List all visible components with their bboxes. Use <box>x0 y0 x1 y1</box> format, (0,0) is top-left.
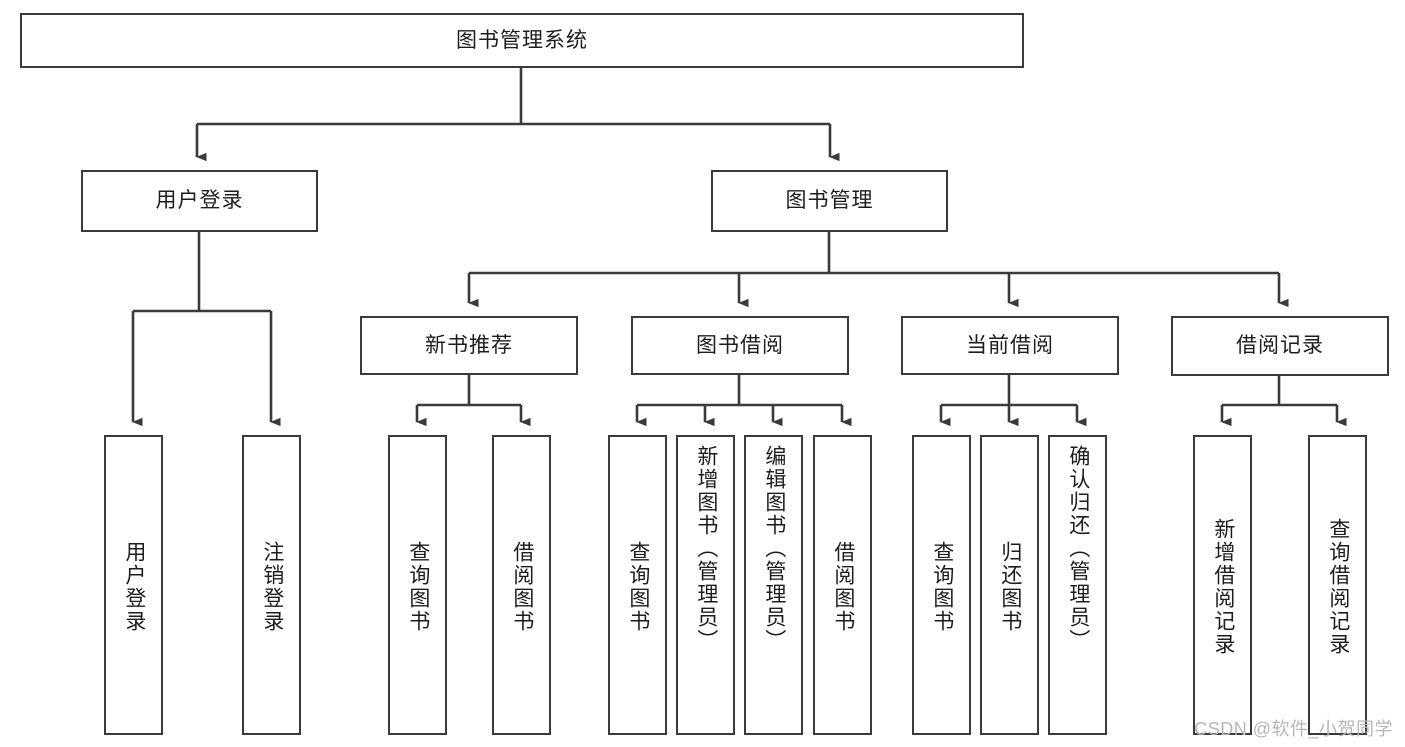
leaf-user-login-label: 用户登录 <box>122 541 146 633</box>
leaf-add-record-label: 新增借阅记录 <box>1211 518 1235 656</box>
leaf-user-logout-label: 注销登录 <box>260 541 284 633</box>
leaf-return-book[interactable]: 归还图书 <box>980 435 1039 735</box>
node-root-system[interactable]: 图书管理系统 <box>20 13 1024 68</box>
node-root-label: 图书管理系统 <box>456 28 588 52</box>
leaf-edit-book[interactable]: 编辑图书（管理员） <box>744 435 803 735</box>
node-book-manage-label: 图书管理 <box>785 189 874 213</box>
leaf-borrow-book-1-label: 借阅图书 <box>510 541 534 633</box>
node-current-borrow-label: 当前借阅 <box>966 333 1054 357</box>
csdn-watermark: CSDN @软件_小贺同学 <box>1194 719 1393 739</box>
leaf-borrow-book-1[interactable]: 借阅图书 <box>492 435 551 735</box>
leaf-edit-book-label: 编辑图书（管理员） <box>762 445 786 652</box>
leaf-return-book-label: 归还图书 <box>998 541 1022 633</box>
leaf-borrow-book-2-label: 借阅图书 <box>831 541 855 633</box>
node-new-book-recommend-label: 新书推荐 <box>425 333 513 357</box>
node-user-login-label: 用户登录 <box>155 189 244 213</box>
node-user-login[interactable]: 用户登录 <box>81 170 318 232</box>
leaf-query-book-1[interactable]: 查询图书 <box>388 435 447 735</box>
leaf-user-logout[interactable]: 注销登录 <box>242 435 301 735</box>
leaf-query-book-3[interactable]: 查询图书 <box>912 435 971 735</box>
leaf-add-book[interactable]: 新增图书（管理员） <box>676 435 735 735</box>
leaf-query-record-label: 查询借阅记录 <box>1326 518 1350 656</box>
leaf-add-record[interactable]: 新增借阅记录 <box>1193 435 1252 735</box>
node-book-manage[interactable]: 图书管理 <box>711 170 948 232</box>
node-new-book-recommend[interactable]: 新书推荐 <box>360 316 578 375</box>
leaf-confirm-return-label: 确认归还（管理员） <box>1066 445 1090 652</box>
node-borrow-record-label: 借阅记录 <box>1236 334 1324 358</box>
node-current-borrow[interactable]: 当前借阅 <box>901 316 1119 375</box>
node-book-borrow[interactable]: 图书借阅 <box>631 316 849 375</box>
leaf-query-book-1-label: 查询图书 <box>406 541 430 633</box>
leaf-query-book-2[interactable]: 查询图书 <box>608 435 667 735</box>
leaf-borrow-book-2[interactable]: 借阅图书 <box>813 435 872 735</box>
node-borrow-record[interactable]: 借阅记录 <box>1171 316 1389 376</box>
leaf-confirm-return[interactable]: 确认归还（管理员） <box>1048 435 1107 735</box>
leaf-add-book-label: 新增图书（管理员） <box>694 445 718 652</box>
leaf-query-record[interactable]: 查询借阅记录 <box>1308 435 1367 735</box>
node-book-borrow-label: 图书借阅 <box>696 333 784 357</box>
leaf-query-book-3-label: 查询图书 <box>930 541 954 633</box>
leaf-query-book-2-label: 查询图书 <box>626 541 650 633</box>
leaf-user-login[interactable]: 用户登录 <box>104 435 163 735</box>
